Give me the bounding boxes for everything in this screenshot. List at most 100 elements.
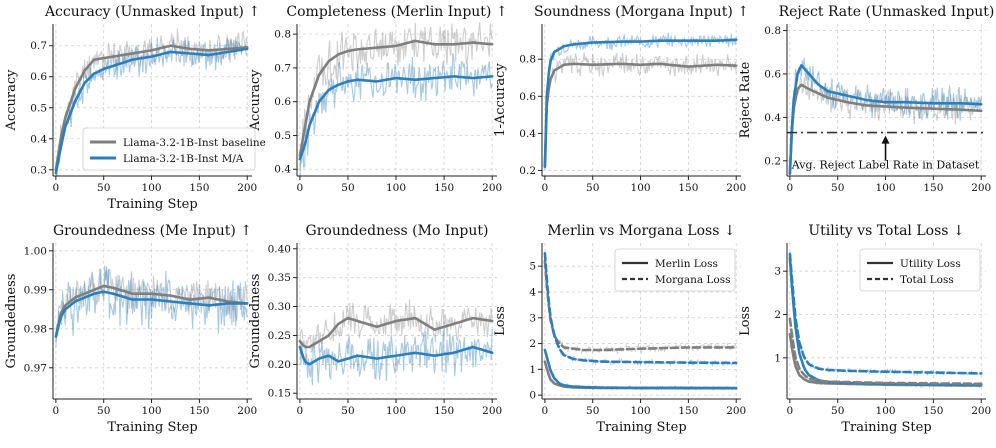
series-line-2 bbox=[298, 75, 494, 161]
y-tick-label: 0.4 bbox=[519, 128, 536, 140]
x-tick-label: 200 bbox=[726, 182, 746, 194]
series-line-1 bbox=[298, 39, 494, 157]
legend-label: Llama-3.2-1B-Inst baseline bbox=[123, 137, 266, 149]
y-tick-label: 0.40 bbox=[268, 243, 291, 255]
x-tick-label: 0 bbox=[297, 182, 304, 194]
x-axis-label: Training Step bbox=[841, 420, 931, 435]
series-line-1 bbox=[788, 83, 983, 176]
x-tick-label: 0 bbox=[53, 405, 60, 417]
y-tick-label: 0.15 bbox=[268, 388, 291, 400]
x-tick-label: 0 bbox=[787, 182, 794, 194]
raw-trace-2 bbox=[55, 265, 248, 343]
y-tick-label: 0.6 bbox=[764, 68, 781, 80]
chart-title: Soundness (Morgana Input) ↑ bbox=[534, 4, 749, 20]
y-tick-label: 0.6 bbox=[30, 71, 47, 83]
y-tick-label: 0.98 bbox=[24, 323, 47, 335]
plot-area bbox=[788, 252, 983, 389]
y-tick-label: 2 bbox=[529, 338, 536, 350]
y-tick-label: 0.8 bbox=[764, 25, 781, 37]
x-tick-label: 50 bbox=[341, 405, 354, 417]
x-tick-label: 50 bbox=[97, 405, 110, 417]
raw-trace-2 bbox=[299, 53, 493, 176]
x-tick-label: 200 bbox=[237, 182, 257, 194]
x-tick-label: 150 bbox=[434, 182, 454, 194]
x-tick-label: 150 bbox=[923, 405, 943, 417]
y-tick-label: 5 bbox=[529, 261, 536, 273]
legend-label: Utility Loss bbox=[900, 258, 961, 270]
chart-title: Utility vs Total Loss ↓ bbox=[808, 223, 964, 239]
y-tick-label: 0.6 bbox=[519, 91, 536, 103]
plot-area bbox=[298, 299, 494, 386]
x-axis-label: Training Step bbox=[107, 420, 197, 435]
series-line-2 bbox=[788, 64, 983, 176]
y-tick-label: 0.30 bbox=[268, 301, 291, 313]
legend-label: Morgana Loss bbox=[655, 274, 731, 286]
y-tick-label: 0.97 bbox=[24, 362, 47, 374]
annotation-arrow-head bbox=[881, 135, 890, 144]
x-tick-label: 0 bbox=[53, 182, 60, 194]
series-line-3 bbox=[543, 259, 738, 352]
series-line-1 bbox=[54, 284, 249, 338]
x-tick-label: 200 bbox=[482, 182, 502, 194]
y-axis-label: Reject Rate bbox=[738, 61, 753, 138]
legend-label: Llama-3.2-1B-Inst M/A bbox=[123, 153, 244, 165]
y-tick-label: 0.8 bbox=[274, 29, 291, 41]
x-tick-label: 50 bbox=[586, 405, 599, 417]
x-tick-label: 150 bbox=[678, 182, 698, 194]
x-tick-label: 200 bbox=[482, 405, 502, 417]
series-line-2 bbox=[298, 345, 494, 366]
x-tick-label: 50 bbox=[97, 182, 110, 194]
y-axis-label: Accuracy bbox=[248, 69, 263, 132]
y-tick-label: 2 bbox=[774, 309, 781, 321]
y-tick-label: 0.7 bbox=[30, 40, 47, 52]
x-tick-label: 100 bbox=[876, 405, 896, 417]
x-tick-label: 0 bbox=[787, 405, 794, 417]
chart-title: Completeness (Merlin Input) ↑ bbox=[286, 4, 507, 20]
x-tick-label: 100 bbox=[142, 405, 162, 417]
y-tick-label: 0.4 bbox=[30, 133, 47, 145]
x-tick-label: 200 bbox=[237, 405, 257, 417]
series-line-2 bbox=[54, 47, 249, 175]
x-tick-label: 100 bbox=[631, 182, 651, 194]
x-tick-label: 100 bbox=[631, 405, 651, 417]
chart-title: Reject Rate (Unmasked Input) bbox=[779, 4, 995, 20]
x-tick-label: 150 bbox=[189, 182, 209, 194]
plot-area bbox=[788, 58, 983, 176]
y-tick-label: 1 bbox=[774, 352, 781, 364]
x-tick-label: 50 bbox=[341, 182, 354, 194]
y-tick-label: 1.00 bbox=[24, 245, 47, 257]
y-tick-label: 0.5 bbox=[30, 102, 47, 114]
y-axis-label: Loss bbox=[493, 306, 508, 336]
y-axis-label: Groundedness bbox=[248, 274, 263, 369]
x-tick-label: 200 bbox=[971, 405, 991, 417]
x-axis-label: Training Step bbox=[596, 420, 686, 435]
series-line-1 bbox=[298, 316, 494, 349]
x-tick-label: 100 bbox=[876, 182, 896, 194]
plot-area bbox=[54, 28, 249, 176]
y-axis-label: 1-Accuracy bbox=[493, 63, 508, 137]
raw-trace-2 bbox=[789, 58, 982, 160]
x-tick-label: 150 bbox=[434, 405, 454, 417]
raw-trace-2 bbox=[544, 32, 737, 171]
y-tick-label: 0.35 bbox=[268, 272, 291, 284]
y-tick-label: 4 bbox=[529, 286, 536, 298]
annotation-label: Avg. Reject Label Rate in Dataset bbox=[791, 159, 980, 172]
x-tick-label: 150 bbox=[678, 405, 698, 417]
x-tick-label: 50 bbox=[586, 182, 599, 194]
series-line-4 bbox=[788, 252, 983, 375]
y-tick-label: 0.3 bbox=[30, 164, 47, 176]
series-line-3 bbox=[788, 317, 983, 386]
series-line-4 bbox=[543, 252, 738, 365]
chart-title: Accuracy (Unmasked Input) ↑ bbox=[44, 4, 260, 20]
y-tick-label: 3 bbox=[774, 266, 781, 278]
y-tick-label: 0.25 bbox=[268, 330, 291, 342]
x-tick-label: 100 bbox=[386, 405, 406, 417]
series-line-2 bbox=[543, 38, 738, 168]
